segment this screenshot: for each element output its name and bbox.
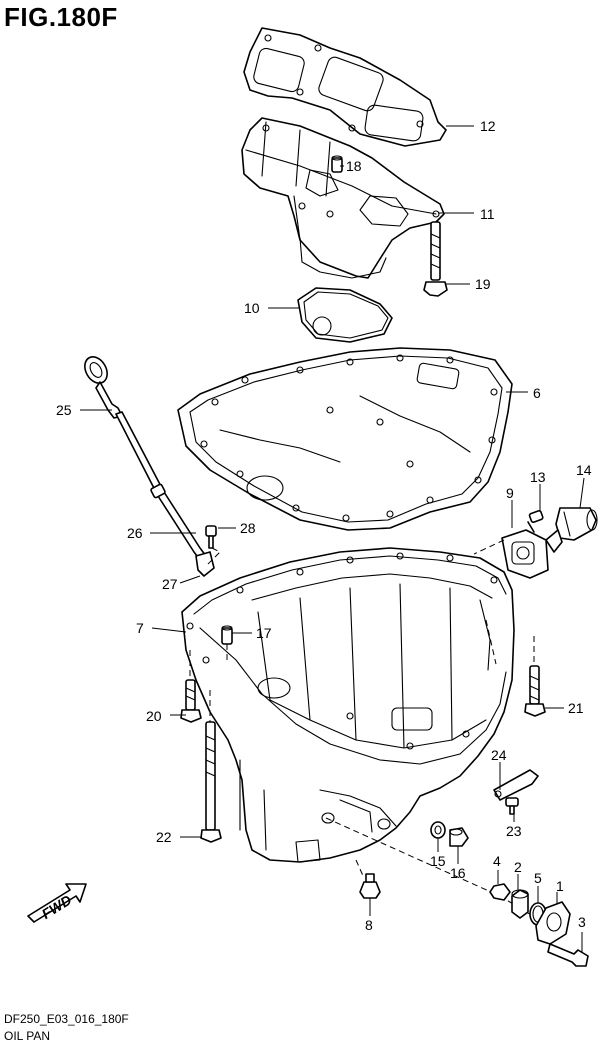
callout-10: 10 bbox=[244, 300, 260, 316]
callout-22: 22 bbox=[156, 829, 172, 845]
callout-9: 9 bbox=[506, 485, 514, 501]
callout-17: 17 bbox=[256, 625, 272, 641]
part-23-bolt bbox=[505, 797, 519, 815]
part-16-plug bbox=[449, 827, 469, 847]
part-13-bolt bbox=[527, 509, 544, 533]
part-7-oil-pan bbox=[181, 547, 515, 863]
part-17-pin bbox=[221, 625, 233, 664]
part-12-gasket bbox=[243, 27, 447, 147]
callout-23: 23 bbox=[506, 823, 522, 839]
callout-16: 16 bbox=[450, 865, 466, 881]
callout-13: 13 bbox=[530, 469, 546, 485]
callout-8: 8 bbox=[365, 917, 373, 933]
part-25-dipstick bbox=[84, 356, 123, 419]
part-22-bolt bbox=[200, 721, 222, 843]
part-20-bolt bbox=[180, 679, 202, 723]
callout-25: 25 bbox=[56, 402, 72, 418]
callout-12: 12 bbox=[480, 118, 496, 134]
part-3-bolt bbox=[547, 943, 589, 967]
part-19-bolt bbox=[423, 221, 448, 297]
part-1-cover bbox=[535, 901, 571, 945]
callout-2: 2 bbox=[514, 859, 522, 875]
part-6-gasket bbox=[177, 347, 513, 531]
callout-3: 3 bbox=[578, 914, 586, 930]
figure-name: OIL PAN bbox=[4, 1029, 51, 1043]
callout-27: 27 bbox=[162, 576, 178, 592]
callout-11: 11 bbox=[480, 206, 495, 222]
part-28-bolt bbox=[205, 525, 217, 549]
callout-28: 28 bbox=[240, 520, 256, 536]
callout-18: 18 bbox=[346, 158, 362, 174]
callout-4: 4 bbox=[493, 853, 501, 869]
part-8-sensor bbox=[359, 873, 381, 899]
callout-1: 1 bbox=[556, 878, 564, 894]
part-9-cover bbox=[501, 529, 549, 579]
callout-24: 24 bbox=[491, 747, 507, 763]
callout-26: 26 bbox=[127, 525, 143, 541]
part-18-pin bbox=[331, 155, 343, 173]
leader-lines bbox=[80, 125, 585, 952]
part-26-guide-tube bbox=[115, 411, 215, 577]
callout-14: 14 bbox=[576, 462, 592, 478]
callout-6: 6 bbox=[533, 385, 541, 401]
callout-20: 20 bbox=[146, 708, 162, 724]
part-24-bracket bbox=[493, 769, 539, 801]
part-14-oil-filter bbox=[545, 507, 598, 553]
part-10-gasket bbox=[297, 287, 393, 343]
callout-5: 5 bbox=[534, 870, 542, 886]
part-21-bolt bbox=[524, 665, 546, 717]
callout-21: 21 bbox=[568, 700, 584, 716]
callout-19: 19 bbox=[475, 276, 491, 292]
figure-code: DF250_E03_016_180F bbox=[4, 1012, 129, 1026]
callout-7: 7 bbox=[136, 620, 144, 636]
fwd-direction-badge: FWD bbox=[27, 883, 87, 923]
part-4-plug bbox=[489, 883, 511, 901]
part-11-manifold bbox=[241, 117, 445, 279]
callout-numbers: 1 2 3 4 5 6 7 8 9 10 11 12 13 14 15 16 1… bbox=[56, 118, 592, 933]
part-2-seal bbox=[511, 889, 529, 919]
part-15-washer bbox=[430, 821, 446, 839]
figure-title: FIG.180F bbox=[4, 2, 118, 32]
callout-15: 15 bbox=[430, 853, 446, 869]
